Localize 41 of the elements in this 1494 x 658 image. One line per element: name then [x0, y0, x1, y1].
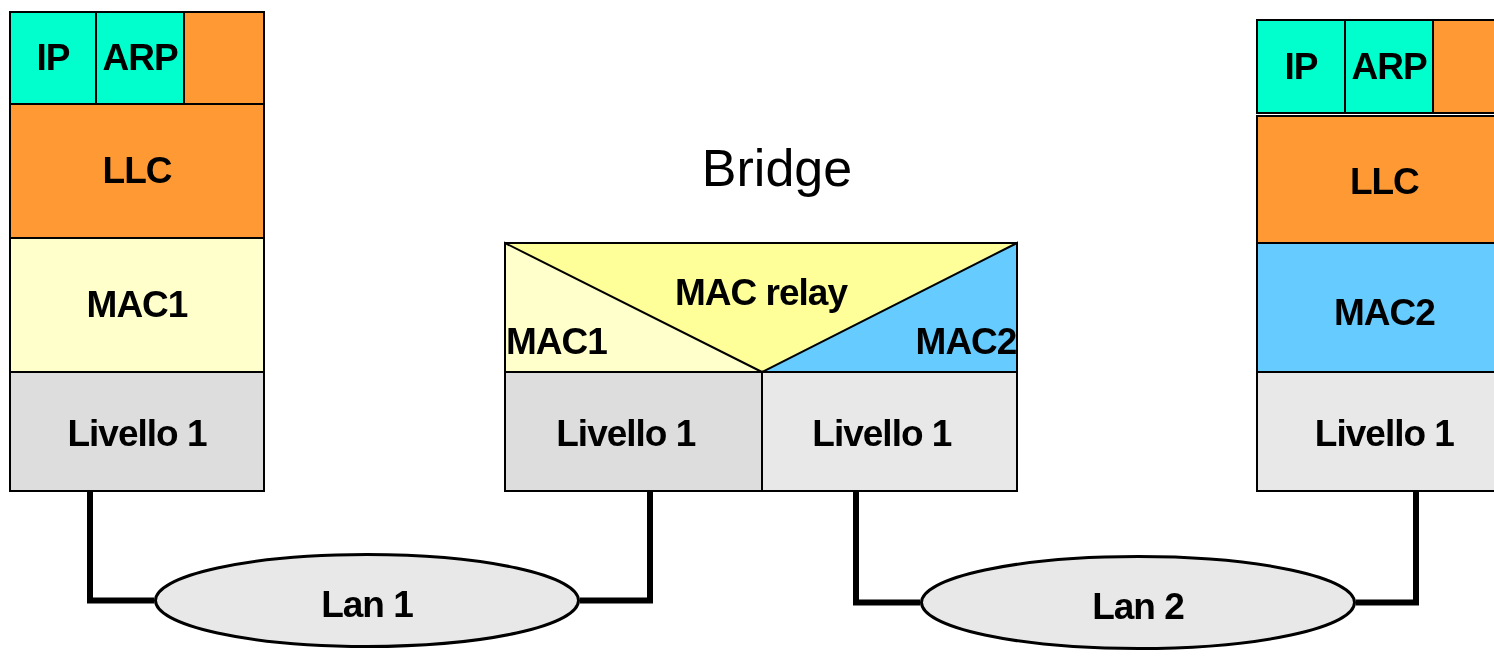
- protocol-triangle: [505, 243, 762, 372]
- network-cable: [580, 491, 653, 604]
- layer-label: MAC relay: [675, 272, 847, 315]
- protocol-layer: [1257, 20, 1345, 113]
- protocol-layer: [505, 372, 762, 491]
- protocol-layer: [1257, 372, 1494, 491]
- empty-layer: [1433, 20, 1494, 113]
- layer-label: MAC2: [1333, 291, 1435, 334]
- layer-label: ARP: [102, 37, 178, 79]
- protocol-layer: [10, 372, 264, 491]
- network-cable: [87, 491, 154, 604]
- layer-label: Lan 1: [321, 584, 413, 627]
- lan-ellipse: [154, 553, 580, 648]
- layer-label: IP: [1284, 45, 1318, 88]
- lan-ellipse: [920, 555, 1356, 650]
- layer-label: IP: [36, 37, 70, 79]
- protocol-layer: [1257, 243, 1494, 372]
- protocol-layer: [762, 372, 1017, 491]
- layer-label: ARP: [1351, 45, 1427, 88]
- protocol-layer: [1257, 116, 1494, 243]
- protocol-layer: [10, 104, 264, 238]
- protocol-layer: [96, 12, 184, 104]
- relay-layer: [505, 243, 1017, 372]
- bridge-heading: Bridge: [701, 138, 853, 198]
- layer-label: LLC: [102, 150, 172, 192]
- empty-layer: [184, 12, 264, 104]
- layer-label: MAC2: [915, 321, 1017, 364]
- layer-label: MAC1: [505, 321, 607, 364]
- layer-label: Livello 1: [812, 412, 952, 455]
- protocol-layer: [10, 12, 96, 104]
- layer-label: MAC1: [86, 284, 188, 326]
- network-cable: [853, 491, 920, 606]
- protocol-layer: [10, 238, 264, 372]
- protocol-triangle: [762, 243, 1017, 372]
- layer-label: Livello 1: [1314, 412, 1454, 455]
- layer-label: Livello 1: [67, 412, 207, 455]
- layer-label: LLC: [1349, 161, 1419, 204]
- layer-label: Livello 1: [556, 412, 696, 455]
- network-cable: [1356, 491, 1419, 606]
- layer-label: Lan 2: [1092, 586, 1184, 629]
- protocol-layer: [1345, 20, 1433, 113]
